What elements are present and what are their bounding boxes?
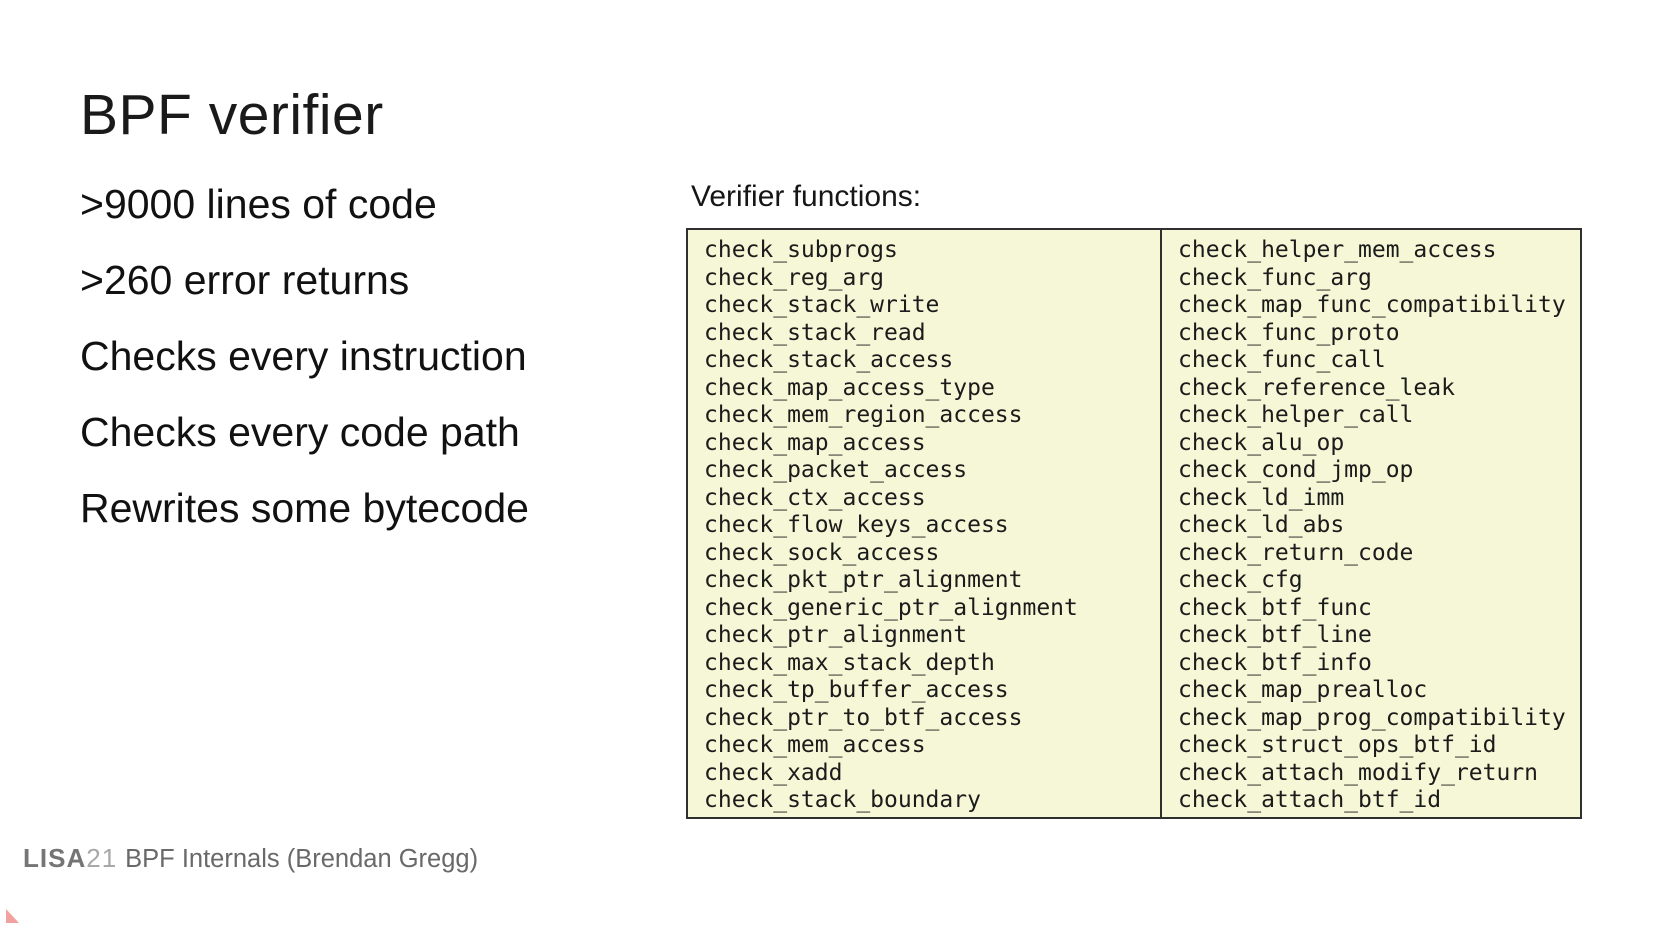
- bullet-line: Rewrites some bytecode: [80, 485, 529, 531]
- function-name: check_cond_jmp_op: [1178, 457, 1414, 483]
- function-name: check_xadd: [704, 759, 843, 786]
- function-name: check_packet_access: [704, 457, 968, 483]
- function-name: check_ctx_access: [704, 484, 926, 511]
- function-name: check_stack_boundary: [704, 787, 981, 813]
- footer-credit-text: BPF Internals (Brendan Gregg): [125, 845, 479, 873]
- function-name: check_reg_arg: [704, 264, 885, 291]
- function-name: check_stack_write: [704, 292, 940, 318]
- function-name: check_map_access: [704, 429, 926, 456]
- lisa-logo-text: LISA: [23, 843, 87, 873]
- function-name: check_return_code: [1178, 539, 1414, 566]
- bullet-line: >260 error returns: [80, 257, 410, 303]
- bullet-line: Checks every instruction: [80, 333, 527, 379]
- function-name: check_btf_line: [1178, 622, 1372, 648]
- function-name: check_ld_imm: [1178, 484, 1345, 511]
- function-name: check_sock_access: [704, 539, 940, 566]
- function-name: check_tp_buffer_access: [704, 677, 1009, 703]
- function-name: check_map_func_compatibility: [1178, 292, 1566, 318]
- function-name: check_struct_ops_btf_id: [1178, 732, 1497, 758]
- function-name: check_attach_modify_return: [1178, 759, 1539, 786]
- function-name: check_reference_leak: [1178, 374, 1455, 401]
- function-name: check_func_arg: [1178, 264, 1372, 291]
- function-name: check_btf_func: [1178, 594, 1372, 621]
- function-name: check_attach_btf_id: [1178, 787, 1442, 813]
- function-name: check_generic_ptr_alignment: [704, 594, 1078, 621]
- function-name: check_btf_info: [1178, 649, 1372, 676]
- function-name: check_map_access_type: [704, 374, 995, 401]
- function-name: check_subprogs: [704, 237, 898, 263]
- bullet-line: Checks every code path: [80, 409, 520, 455]
- lisa-logo-year: 21: [86, 843, 118, 873]
- function-name: check_map_prog_compatibility: [1178, 704, 1566, 731]
- function-name: check_mem_region_access: [704, 402, 1023, 428]
- function-name: check_helper_call: [1178, 402, 1414, 428]
- function-name: check_cfg: [1178, 567, 1303, 593]
- slide-title: BPF verifier: [80, 83, 384, 148]
- lisa-logo-triangle-icon: [6, 909, 19, 923]
- function-name: check_alu_op: [1178, 429, 1345, 456]
- verifier-functions-label: Verifier functions:: [691, 180, 922, 213]
- function-name: check_func_proto: [1178, 319, 1400, 346]
- bullet-line: >9000 lines of code: [80, 181, 437, 227]
- function-name: check_ptr_to_btf_access: [704, 704, 1023, 731]
- function-name: check_ld_abs: [1178, 512, 1345, 538]
- function-name: check_stack_read: [704, 319, 926, 346]
- function-name: check_flow_keys_access: [704, 512, 1009, 538]
- function-name: check_func_call: [1178, 347, 1386, 373]
- function-name: check_map_prealloc: [1178, 677, 1428, 703]
- function-name: check_stack_access: [704, 347, 954, 373]
- function-name: check_helper_mem_access: [1178, 237, 1497, 263]
- function-name: check_mem_access: [704, 732, 926, 758]
- function-name: check_max_stack_depth: [704, 649, 995, 676]
- function-name: check_ptr_alignment: [704, 622, 968, 648]
- function-name: check_pkt_ptr_alignment: [704, 567, 1023, 593]
